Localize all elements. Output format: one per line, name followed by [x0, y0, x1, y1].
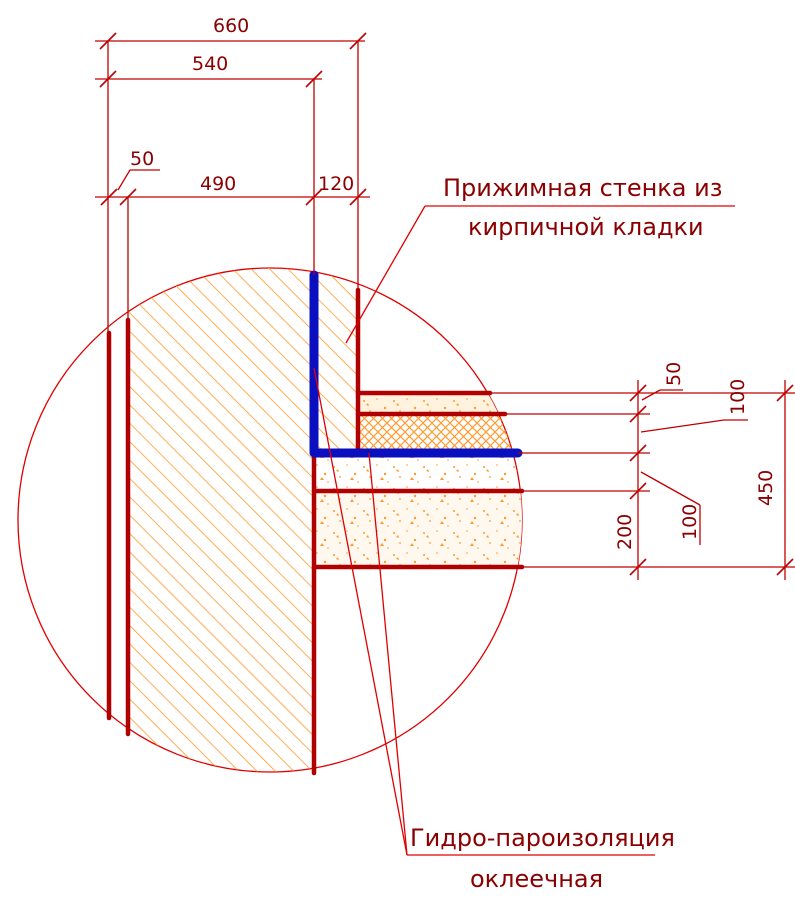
waterproofing-membrane	[309, 270, 523, 458]
brick-wall-hatch	[314, 275, 358, 453]
dimension-540	[95, 70, 323, 275]
dim-r100-bottom-label: 100	[679, 504, 701, 540]
dim-490-label: 490	[200, 173, 236, 195]
dim-r100-top-label: 100	[727, 379, 749, 415]
foundation-wall-hatch	[128, 268, 314, 772]
dim-r50-label: 50	[663, 362, 685, 386]
dimension-50-490-120	[95, 169, 370, 320]
concrete-layer-lower-dots	[314, 491, 522, 567]
right-dimensions	[490, 380, 795, 580]
brick-wall-label-line1: Прижимная стенка из	[443, 174, 723, 202]
concrete-layer-upper	[314, 453, 522, 491]
dim-120-label: 120	[318, 173, 354, 195]
brick-wall-label-line2: кирпичной кладки	[468, 213, 704, 241]
top-layer-dots	[358, 393, 522, 414]
dim-540-label: 540	[192, 53, 228, 75]
dim-660-label: 660	[213, 15, 249, 37]
dim-r200-label: 200	[614, 514, 636, 550]
dim-50-left-label: 50	[130, 148, 154, 170]
dim-r450-label: 450	[755, 470, 777, 506]
dimension-660	[95, 32, 367, 333]
crosshatch-layer	[358, 414, 522, 453]
waterproofing-leader	[313, 367, 655, 856]
brick-wall-leader	[345, 205, 735, 344]
waterproofing-label-line1: Гидро-пароизоляция	[410, 824, 675, 852]
waterproofing-label-line2: оклеечная	[470, 865, 603, 893]
